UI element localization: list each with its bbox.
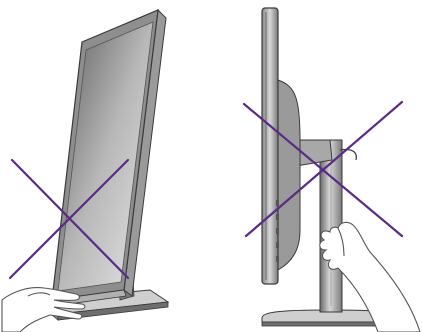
side-panel <box>262 8 279 284</box>
side-back-housing <box>278 80 300 270</box>
monitor-side-view <box>244 8 420 332</box>
monitor-front-view <box>2 10 168 332</box>
monitor-panel <box>52 10 166 306</box>
